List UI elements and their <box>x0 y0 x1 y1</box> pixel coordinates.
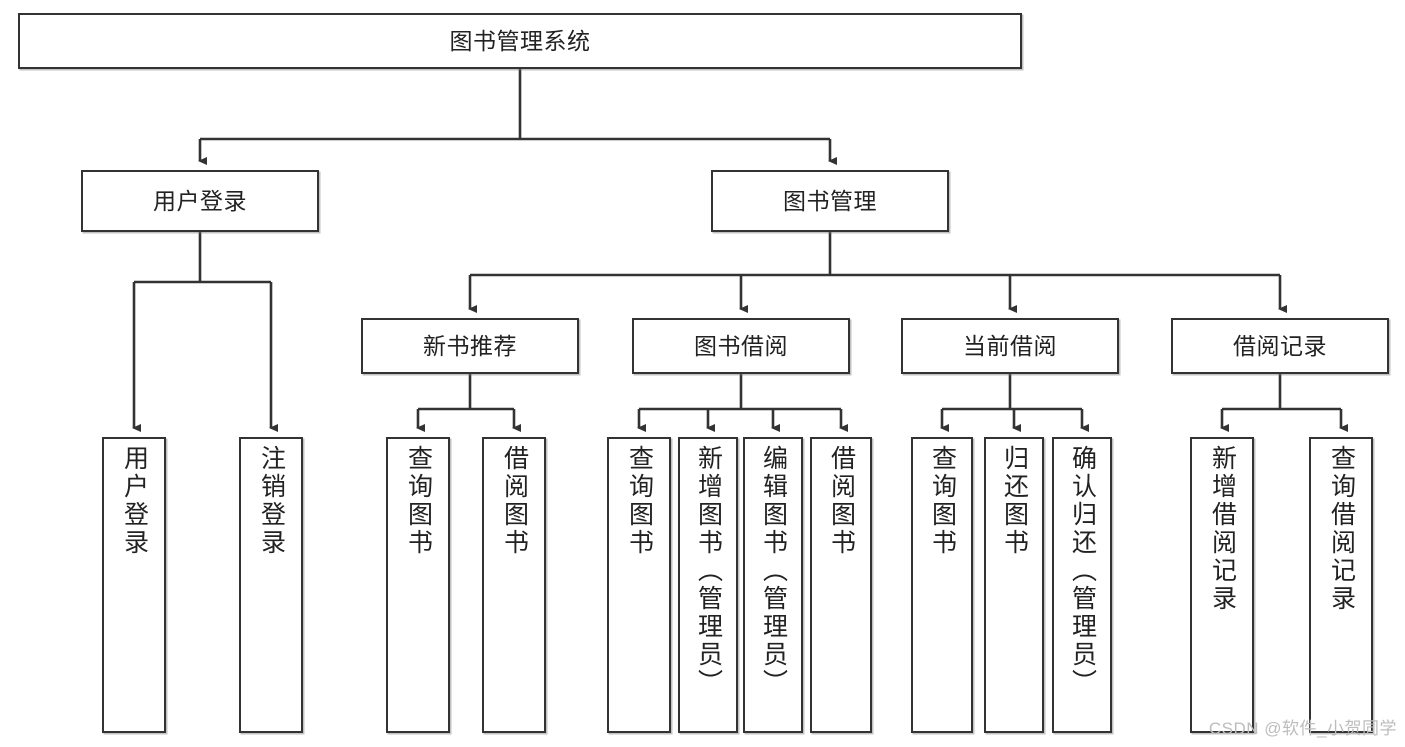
node-leaf-query-book-rec[interactable]: 查询图书 <box>386 437 450 733</box>
node-label: 注销登录 <box>257 445 286 557</box>
node-label: 新增借阅记录 <box>1208 445 1237 613</box>
node-label: 查询图书 <box>404 445 433 557</box>
node-leaf-query-record[interactable]: 查询借阅记录 <box>1309 437 1373 733</box>
node-leaf-confirm-return[interactable]: 确认归还（管理员） <box>1052 437 1112 733</box>
node-label: 借阅图书 <box>500 445 529 557</box>
node-label: 新书推荐 <box>423 332 517 359</box>
node-leaf-logout[interactable]: 注销登录 <box>239 437 303 733</box>
node-leaf-query-book-borrow[interactable]: 查询图书 <box>607 437 671 733</box>
node-label: 查询借阅记录 <box>1327 445 1356 613</box>
node-label: 图书管理系统 <box>449 27 591 54</box>
node-label: 查询图书 <box>625 445 654 557</box>
node-label: 用户登录 <box>153 187 247 214</box>
node-leaf-query-book-cur[interactable]: 查询图书 <box>911 437 973 733</box>
node-borrow-record[interactable]: 借阅记录 <box>1171 318 1389 374</box>
node-label: 查询图书 <box>928 445 957 557</box>
node-root[interactable]: 图书管理系统 <box>18 13 1022 69</box>
node-leaf-user-login[interactable]: 用户登录 <box>102 437 166 733</box>
node-user-login[interactable]: 用户登录 <box>81 170 319 232</box>
node-label: 借阅图书 <box>827 445 856 557</box>
node-label: 图书管理 <box>783 187 877 214</box>
node-label: 新增图书（管理员） <box>694 445 723 697</box>
node-label: 用户登录 <box>120 445 149 557</box>
node-book-manage[interactable]: 图书管理 <box>711 170 949 232</box>
node-label: 当前借阅 <box>963 332 1057 359</box>
node-label: 归还图书 <box>1000 445 1029 557</box>
node-leaf-add-book[interactable]: 新增图书（管理员） <box>678 437 738 733</box>
node-label: 图书借阅 <box>694 332 788 359</box>
csdn-watermark: CSDN @软件_小贺同学 <box>1208 719 1397 738</box>
node-book-borrow[interactable]: 图书借阅 <box>632 318 850 374</box>
node-current-borrow[interactable]: 当前借阅 <box>901 318 1119 374</box>
node-label: 借阅记录 <box>1233 332 1327 359</box>
node-leaf-borrow-book-rec[interactable]: 借阅图书 <box>482 437 546 733</box>
node-leaf-add-record[interactable]: 新增借阅记录 <box>1190 437 1254 733</box>
node-label: 编辑图书（管理员） <box>759 445 788 697</box>
node-new-book-rec[interactable]: 新书推荐 <box>361 318 579 374</box>
node-label: 确认归还（管理员） <box>1068 445 1097 697</box>
node-leaf-edit-book[interactable]: 编辑图书（管理员） <box>743 437 803 733</box>
node-leaf-return-book[interactable]: 归还图书 <box>984 437 1044 733</box>
node-leaf-borrow-book[interactable]: 借阅图书 <box>810 437 872 733</box>
